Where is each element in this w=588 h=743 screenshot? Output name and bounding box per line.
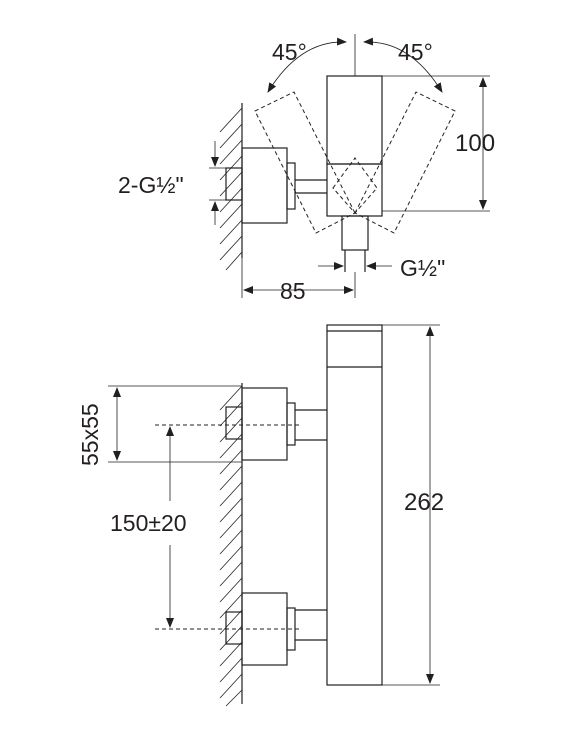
dim-inlet-thread	[209, 141, 226, 225]
rotation-arcs	[267, 34, 443, 93]
label-height-top: 100	[455, 130, 495, 157]
top-mixer-body	[326, 75, 383, 272]
dim-85	[241, 258, 356, 298]
front-view	[108, 324, 440, 707]
dim-262	[382, 324, 440, 686]
label-overall-height: 262	[404, 489, 444, 516]
label-projection: 85	[280, 278, 306, 304]
lever-rotation-outline	[254, 91, 456, 234]
dim-100	[382, 75, 490, 212]
label-angle-left: 45°	[272, 39, 307, 65]
front-wall	[219, 383, 243, 707]
label-angle-right: 45°	[398, 39, 433, 65]
dim-55x55	[108, 385, 242, 463]
front-mixer-body	[326, 324, 383, 686]
front-centre-lines	[155, 424, 300, 630]
label-flange-size: 55x55	[77, 403, 103, 466]
label-outlet-thread: G½"	[400, 255, 445, 281]
top-wall	[219, 103, 243, 271]
label-inlet-thread: 2-G½"	[118, 172, 184, 198]
top-inlet-connection	[225, 147, 327, 224]
front-upper-connection	[225, 387, 327, 461]
label-centre-distance: 150±20	[110, 510, 187, 536]
top-view	[209, 34, 490, 298]
